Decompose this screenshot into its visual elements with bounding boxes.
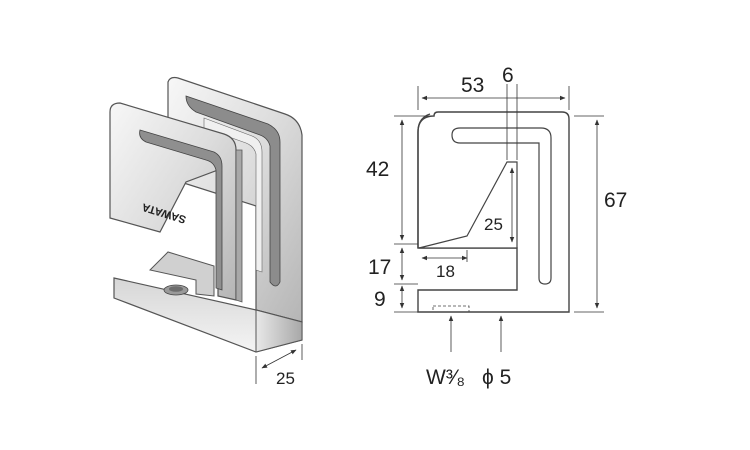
thread-callout: W³⁄₈ bbox=[426, 366, 465, 389]
bottom-height-label: 9 bbox=[374, 288, 386, 311]
front-elevation: 53 6 67 42 25 17 9 18 W³⁄₈ bbox=[366, 64, 627, 389]
mid-height-label: 17 bbox=[368, 256, 391, 279]
front-plate-edge bbox=[235, 149, 243, 303]
base-lip bbox=[255, 309, 303, 353]
slot-width-label: 6 bbox=[502, 64, 514, 87]
overall-height-label: 67 bbox=[604, 189, 627, 212]
opening-width-label: 18 bbox=[436, 262, 455, 281]
base-hook bbox=[148, 251, 215, 297]
back-plate-slot bbox=[185, 95, 281, 287]
inner-height-label: 25 bbox=[484, 215, 503, 234]
elevation-cutout bbox=[418, 161, 518, 249]
front-plate-slot bbox=[139, 129, 223, 291]
back-plate-slot-inner bbox=[203, 117, 263, 273]
top-width-label: 53 bbox=[461, 74, 484, 97]
hole-callout: ϕ 5 bbox=[482, 366, 511, 389]
upper-height-label: 42 bbox=[366, 158, 389, 181]
depth-label: 25 bbox=[276, 369, 295, 388]
thread-hole-icon bbox=[432, 305, 470, 313]
perspective-view: SAWATA 25 bbox=[109, 76, 303, 388]
elevation-slot bbox=[451, 127, 552, 285]
